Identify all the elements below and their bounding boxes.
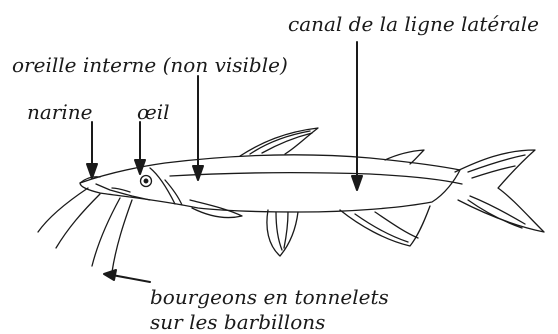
- label-barbel-buds-line2: sur les barbillons: [150, 311, 325, 333]
- label-barbel-buds-line1: bourgeons en tonnelets: [150, 286, 389, 308]
- label-eye: œil: [137, 101, 170, 123]
- arrow-inner-ear: [193, 76, 203, 180]
- gill-cover: [150, 168, 175, 204]
- lateral-line: [170, 173, 462, 184]
- pelvic-fin: [267, 210, 298, 256]
- label-inner-ear: oreille interne (non visible): [12, 54, 288, 76]
- barbel-middle: [56, 194, 100, 248]
- eye-icon: [141, 176, 152, 187]
- caudal-fin: [455, 150, 544, 232]
- pectoral-fin: [190, 200, 242, 218]
- arrow-lateral-line: [352, 42, 362, 190]
- arrow-nostril: [87, 122, 97, 178]
- label-lateral-line: canal de la ligne latérale: [288, 13, 539, 35]
- barbel-lower: [92, 198, 120, 266]
- barbel-lowest: [112, 200, 132, 272]
- arrow-barbel-buds: [104, 270, 150, 282]
- barbel-upper: [38, 188, 88, 232]
- arrow-eye: [135, 122, 145, 174]
- label-nostril: narine: [27, 101, 92, 123]
- anal-fin: [340, 206, 430, 246]
